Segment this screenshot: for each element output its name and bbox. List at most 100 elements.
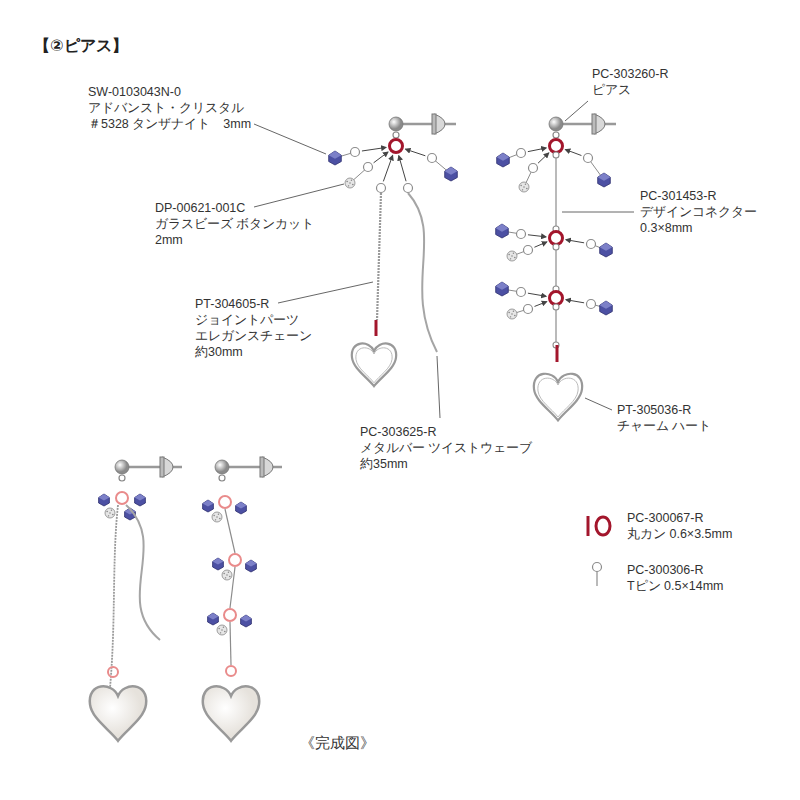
bead-facet: [216, 516, 217, 517]
t-pin-eye: [587, 240, 596, 249]
crystal-bead: [329, 151, 342, 165]
crystal-facet: [600, 243, 613, 251]
jump-ring-symbol: [587, 516, 590, 536]
text-line: ＃5328 タンザナイト 3mm: [88, 116, 251, 132]
t-pin-eye: [517, 149, 526, 158]
assembly-arrow: [374, 152, 388, 163]
design-connector: [225, 509, 235, 553]
part-label: PC-303625-R メタルバー ツイストウェーブ 約35mm: [360, 424, 532, 472]
stud-ball: [215, 460, 229, 474]
legend-text: PC-300306-R Tピン 0.5×14mm: [627, 562, 724, 594]
text-line: 丸カン 0.6×3.5mm: [627, 526, 732, 542]
jump-ring: [226, 666, 236, 676]
bead-facet: [349, 182, 350, 183]
glass-bead: [507, 309, 517, 319]
crystal-bead: [600, 243, 613, 257]
bead-facet: [223, 573, 224, 574]
jump-ring: [375, 320, 378, 336]
text-line: PT-304605-R: [195, 296, 312, 312]
bar-eye: [404, 184, 413, 193]
crystal-bead: [241, 615, 252, 627]
jump-ring: [229, 554, 241, 566]
assembly-arrow: [534, 242, 546, 247]
crystal-facet: [496, 224, 509, 232]
heart-charm: [352, 343, 396, 386]
crystal-bead: [496, 282, 509, 296]
heart-charm: [203, 686, 259, 740]
text-line: メタルバー ツイストウェーブ: [360, 440, 532, 456]
text-line: 2mm: [155, 232, 314, 248]
crystal-bead: [600, 301, 613, 315]
assembly-arrow: [405, 149, 425, 156]
twist-wave-bar: [126, 505, 160, 640]
glass-bead: [222, 570, 232, 580]
t-pin-eye: [351, 148, 360, 157]
crystal-facet: [497, 153, 510, 161]
stud-ball: [389, 117, 403, 131]
title: 【②ピアス】: [34, 36, 128, 57]
jump-ring: [224, 609, 236, 621]
bead-facet: [112, 514, 113, 515]
t-pin-eye: [517, 230, 526, 239]
bead-facet: [526, 188, 527, 189]
bead-facet: [511, 255, 512, 256]
text-line: ピアス: [592, 82, 668, 98]
bead-facet: [508, 254, 509, 255]
crystal-bead: [246, 560, 257, 572]
jump-ring: [550, 232, 563, 245]
jump-ring: [556, 345, 559, 362]
caption: 《完成図》: [300, 734, 375, 753]
legend-text: PC-300067-R 丸カン 0.6×3.5mm: [627, 510, 732, 542]
text-line: PC-303625-R: [360, 424, 532, 440]
assembly-arrow: [528, 293, 546, 296]
assembly-arrow: [362, 147, 386, 151]
bead-facet: [228, 571, 229, 572]
text-line: 約35mm: [360, 456, 532, 472]
bead-facet: [510, 258, 511, 259]
jump-ring-symbol: [596, 517, 610, 535]
bead-facet: [108, 515, 109, 516]
design-connector: [230, 622, 231, 665]
bead-facet: [511, 313, 512, 314]
text-line: ガラスビーズ ボタンカット: [155, 216, 314, 232]
bead-facet: [523, 186, 524, 187]
jump-ring: [550, 292, 563, 305]
leader-line: [565, 101, 588, 121]
bead-facet: [221, 629, 222, 630]
heart-charm: [534, 374, 582, 421]
stud-loop: [119, 475, 125, 481]
bead-facet: [224, 631, 225, 632]
crystal-facet: [496, 282, 509, 290]
leaders: [254, 101, 634, 418]
bead-facet: [351, 179, 352, 180]
glass-bead: [212, 512, 222, 522]
stud-ball: [549, 117, 563, 131]
text-line: 0.3×8mm: [640, 220, 757, 236]
heart-charm: [90, 686, 146, 740]
assembly-arrow: [538, 153, 549, 163]
bead-facet: [229, 576, 230, 577]
crystal-facet: [135, 494, 146, 501]
stud-ball: [115, 460, 129, 474]
crystal-facet: [203, 500, 214, 507]
finished-earrings: [90, 457, 282, 741]
text-line: PC-300067-R: [627, 510, 732, 526]
text-line: チャーム ハート: [617, 418, 711, 434]
bead-facet: [223, 626, 224, 627]
ear-post: [227, 466, 282, 469]
bead-facet: [510, 316, 511, 317]
stud-loop: [393, 132, 399, 138]
ear-clutch: [260, 457, 264, 477]
text-line: 約30mm: [195, 344, 312, 360]
bead-facet: [218, 628, 219, 629]
design-connector: [555, 157, 556, 227]
design-connector: [555, 249, 556, 287]
glass-bead: [217, 625, 227, 635]
crystal-facet: [600, 301, 613, 309]
text-line: PT-305036-R: [617, 402, 711, 418]
text-line: PC-301453-R: [640, 188, 757, 204]
assembly-arrow: [528, 235, 546, 237]
bead-facet: [213, 515, 214, 516]
part-label: SW-0103043N-0 アドバンスト・クリスタル ＃5328 タンザナイト …: [88, 84, 251, 132]
